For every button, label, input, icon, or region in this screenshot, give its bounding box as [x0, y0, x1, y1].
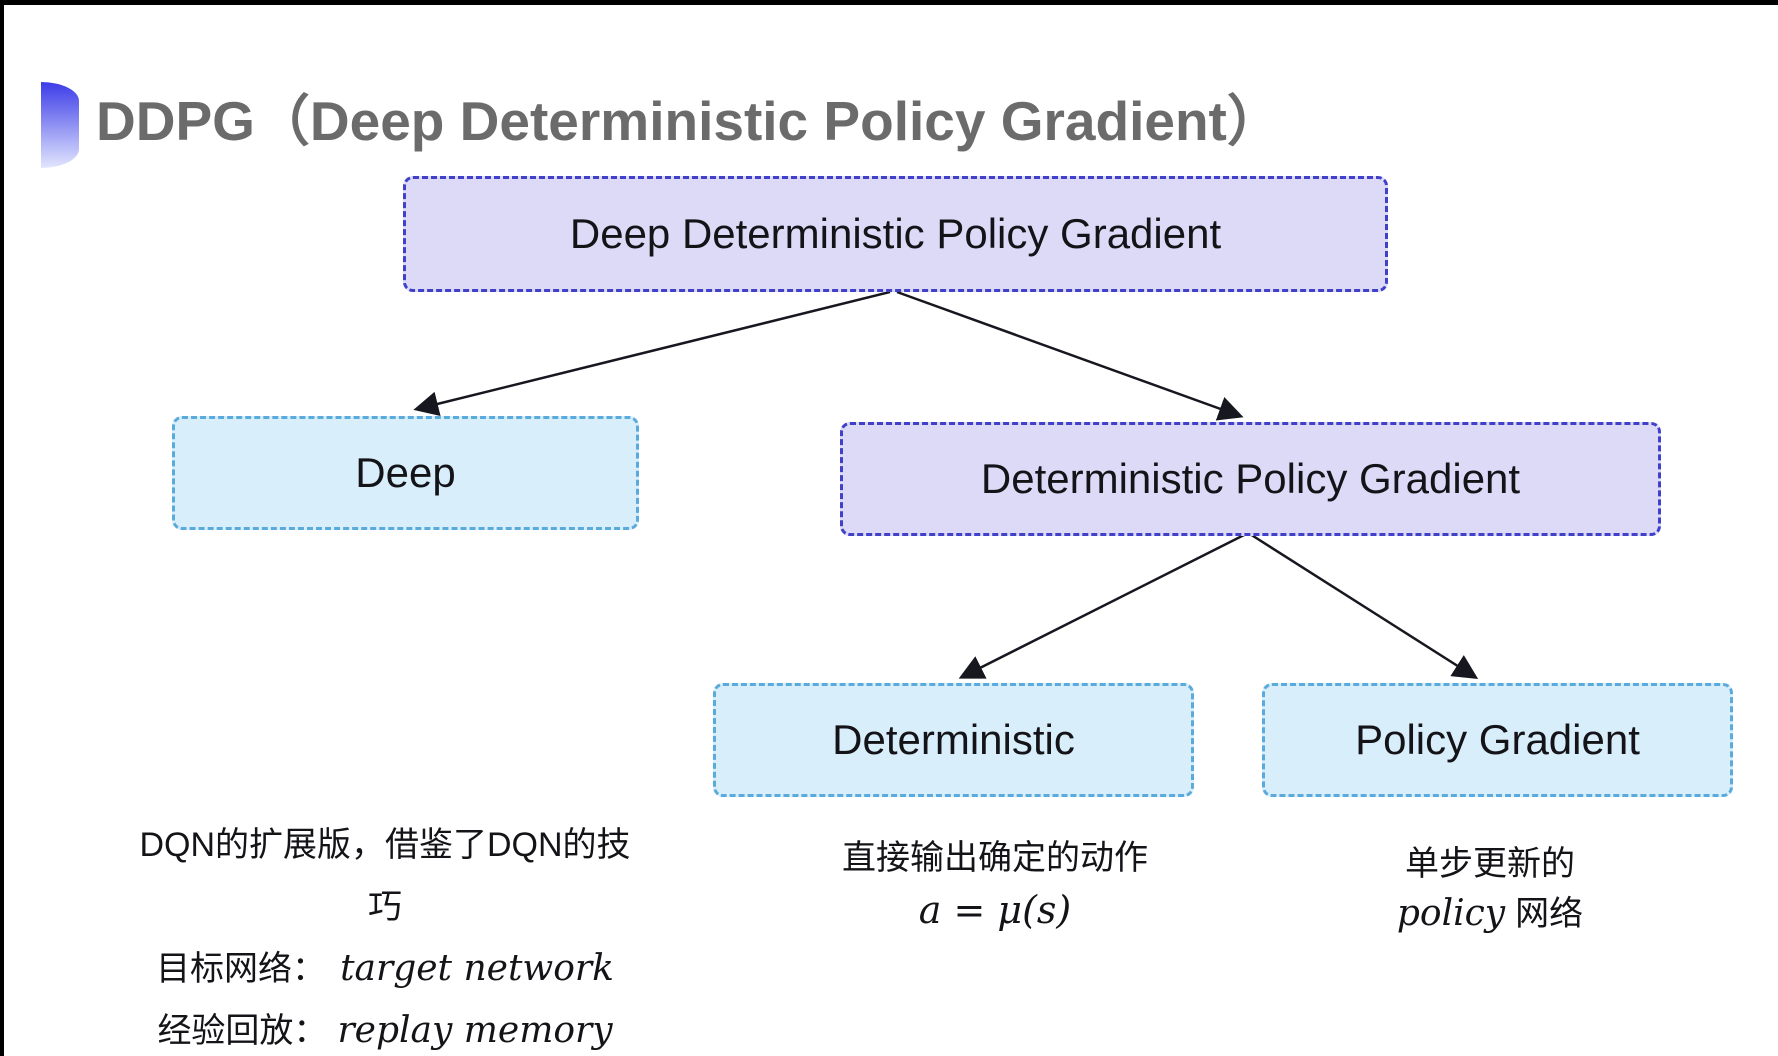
page-title: DDPG（Deep Deterministic Policy Gradient） — [96, 90, 1282, 152]
caption-text-italic: policy — [1396, 893, 1506, 934]
arrow-root-to-deep — [413, 290, 891, 417]
title-bullet-icon — [41, 82, 79, 168]
node-policy-gradient: Policy Gradient — [1262, 683, 1733, 797]
node-deep-deterministic-policy-gradient: Deep Deterministic Policy Gradient — [403, 176, 1388, 292]
caption-line: 经验回放：replay memory — [125, 1000, 645, 1056]
caption-text: 直接输出确定的动作 — [842, 839, 1148, 877]
caption-text: 目标网络： — [156, 950, 327, 988]
caption-line: 单步更新的 — [1240, 840, 1740, 889]
caption-text-italic: replay memory — [337, 1010, 613, 1051]
caption-line: 直接输出确定的动作 — [745, 832, 1245, 884]
node-label: Deterministic Policy Gradient — [980, 455, 1521, 502]
node-deterministic: Deterministic — [713, 683, 1194, 797]
node-deterministic-policy-gradient: Deterministic Policy Gradient — [840, 422, 1661, 536]
caption-line: 目标网络： target network — [125, 938, 645, 1000]
caption-text: DQN的扩展版，借鉴了DQN的技巧 — [139, 826, 631, 926]
arrow-root-to-dpg — [896, 290, 1244, 421]
caption-text: 网络 — [1515, 895, 1584, 933]
formula-text: a = μ(s) — [918, 888, 1072, 932]
node-label: Deep Deterministic Policy Gradient — [569, 210, 1222, 257]
caption-deterministic: 直接输出确定的动作 a = μ(s) — [745, 832, 1245, 938]
arrow-dpg-to-policy-gradient — [1249, 532, 1479, 680]
arrow-dpg-to-deterministic — [958, 532, 1247, 679]
caption-text: 单步更新的 — [1405, 845, 1575, 883]
left-border — [0, 0, 4, 1056]
caption-line: DQN的扩展版，借鉴了DQN的技巧 — [125, 814, 645, 938]
top-border — [0, 0, 1778, 5]
node-label: Policy Gradient — [1355, 716, 1640, 763]
node-label: Deterministic — [832, 716, 1075, 763]
caption-line: a = μ(s) — [745, 884, 1245, 938]
node-deep: Deep — [172, 416, 639, 530]
caption-deep: DQN的扩展版，借鉴了DQN的技巧 目标网络： target network 经验… — [125, 814, 645, 1056]
caption-text-italic: target network — [340, 948, 614, 989]
caption-text: 经验回放： — [157, 1012, 328, 1050]
node-label: Deep — [355, 449, 456, 496]
